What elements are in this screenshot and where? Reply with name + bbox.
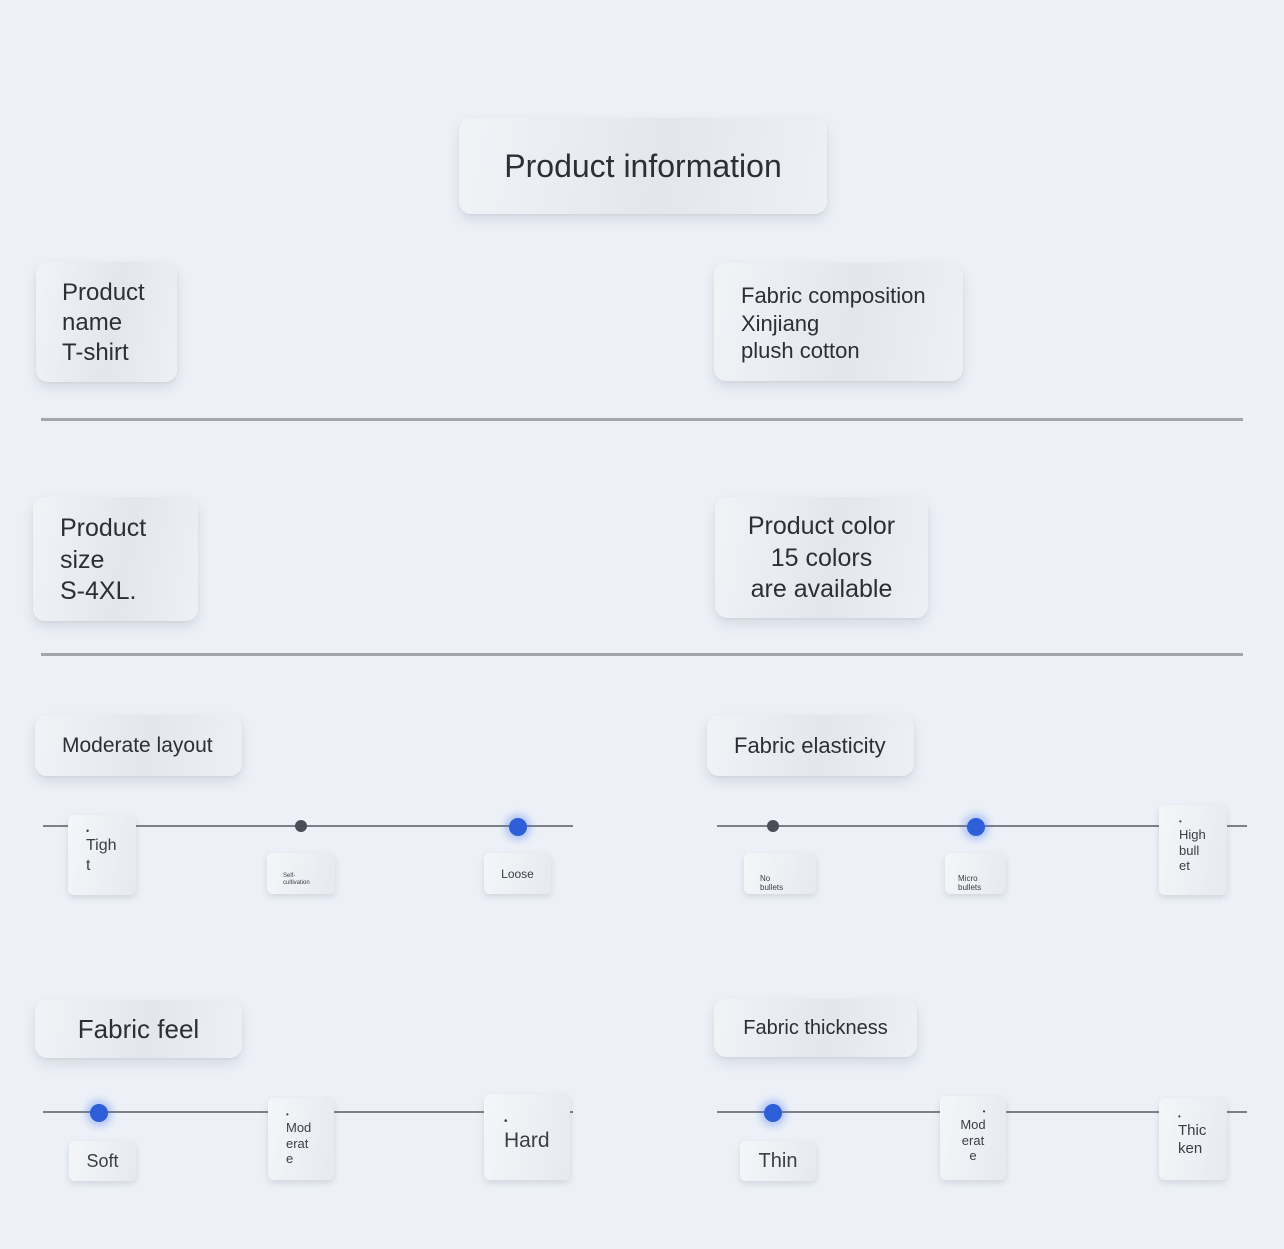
layout-slider-track[interactable] — [43, 825, 573, 827]
page-title: Product information — [459, 118, 827, 214]
thickness-option-thicken-text-1: Thic — [1178, 1122, 1207, 1139]
bullet: • — [86, 826, 90, 836]
thickness-option-moderate-text-3: e — [969, 1148, 977, 1163]
layout-option-self-cultivation[interactable]: Self- cultivation — [267, 853, 335, 894]
product-size-line1: Product — [60, 514, 147, 542]
feel-label-card: Fabric feel — [35, 1000, 242, 1058]
thickness-option-thin-text: Thin — [758, 1149, 798, 1172]
feel-option-moderate-text-3: e — [286, 1151, 294, 1166]
product-name-value: T-shirt — [62, 339, 129, 366]
elasticity-option-no-bullets-text: No bullets — [760, 874, 784, 892]
page-title-text: Product information — [504, 147, 782, 184]
product-size-line2: size — [60, 545, 105, 574]
elasticity-option-high-bullet-text-3: et — [1179, 858, 1190, 873]
elasticity-option-high-bullet-text-1: High — [1179, 827, 1206, 842]
product-name-line2: name — [62, 309, 123, 336]
thickness-option-moderate-text-1: Mod — [960, 1117, 986, 1132]
elasticity-option-high-bullet[interactable]: • High bull et — [1159, 805, 1227, 895]
layout-label-card: Moderate layout — [35, 715, 242, 776]
elasticity-option-micro-bullets-text: Micro bullets — [958, 874, 982, 892]
elasticity-slider-stop-1[interactable] — [767, 820, 779, 832]
layout-label: Moderate layout — [62, 733, 213, 757]
elasticity-option-high-bullet-text-2: bull — [1179, 842, 1200, 858]
feel-label: Fabric feel — [77, 1013, 200, 1044]
feel-slider-thumb[interactable] — [90, 1104, 108, 1122]
fabric-composition-label: Fabric composition — [741, 283, 926, 308]
thickness-option-thicken[interactable]: • Thic ken — [1159, 1098, 1227, 1180]
fabric-composition-line3: plush cotton — [741, 338, 860, 363]
product-size-card: Product size S-4XL. — [33, 497, 198, 621]
product-color-label: Product color — [747, 512, 896, 540]
layout-option-self-cultivation-text: Self- cultivation — [283, 873, 310, 886]
thickness-label: Fabric thickness — [743, 1016, 888, 1039]
thickness-slider-thumb[interactable] — [764, 1104, 782, 1122]
elasticity-option-no-bullets[interactable]: No bullets — [744, 853, 816, 894]
thickness-option-moderate-text-2: erat — [961, 1132, 985, 1148]
elasticity-label-card: Fabric elasticity — [707, 715, 914, 776]
bullet: • — [982, 1107, 986, 1116]
thickness-option-thin[interactable]: Thin — [740, 1141, 816, 1181]
section-divider-1 — [41, 418, 1243, 421]
bullet: • — [286, 1110, 289, 1119]
feel-option-hard[interactable]: • Hard — [484, 1094, 570, 1180]
elasticity-slider-thumb[interactable] — [967, 818, 985, 836]
feel-option-soft-text: Soft — [86, 1150, 119, 1171]
feel-option-moderate[interactable]: • Mod erat e — [268, 1098, 334, 1180]
thickness-option-thicken-text-2: ken — [1178, 1140, 1203, 1157]
layout-slider-thumb[interactable] — [509, 818, 527, 836]
bullet: • — [1178, 1112, 1181, 1121]
feel-option-soft[interactable]: Soft — [69, 1141, 136, 1181]
feel-option-moderate-text-2: erat — [286, 1135, 309, 1151]
layout-option-loose-text: Loose — [501, 866, 534, 881]
feel-option-moderate-text-1: Mod — [286, 1120, 312, 1135]
product-size-value: S-4XL. — [60, 577, 137, 605]
bullet: • — [504, 1116, 508, 1127]
layout-option-tight-text-1: Tigh — [86, 837, 117, 854]
section-divider-2 — [41, 653, 1243, 656]
elasticity-option-micro-bullets[interactable]: Micro bullets — [945, 853, 1006, 894]
bullet: • — [1179, 817, 1182, 826]
fabric-composition-line2: Xinjiang — [741, 310, 820, 336]
product-name-line1: Product — [62, 279, 145, 306]
fabric-composition-card: Fabric composition Xinjiang plush cotton — [714, 263, 963, 381]
thickness-label-card: Fabric thickness — [714, 999, 917, 1057]
product-name-card: Product name T-shirt — [36, 262, 177, 382]
product-color-line3: are available — [750, 575, 893, 603]
thickness-option-moderate[interactable]: • Mod erat e — [940, 1096, 1006, 1180]
layout-option-loose[interactable]: Loose — [484, 853, 551, 894]
feel-option-hard-text: Hard — [504, 1129, 550, 1152]
layout-option-tight[interactable]: • Tigh t — [68, 815, 136, 895]
layout-slider-stop-2[interactable] — [295, 820, 307, 832]
elasticity-label: Fabric elasticity — [734, 732, 886, 758]
layout-option-tight-text-2: t — [86, 857, 91, 874]
product-color-line2: 15 colors — [770, 543, 873, 572]
product-color-card: Product color 15 colors are available — [715, 497, 928, 618]
